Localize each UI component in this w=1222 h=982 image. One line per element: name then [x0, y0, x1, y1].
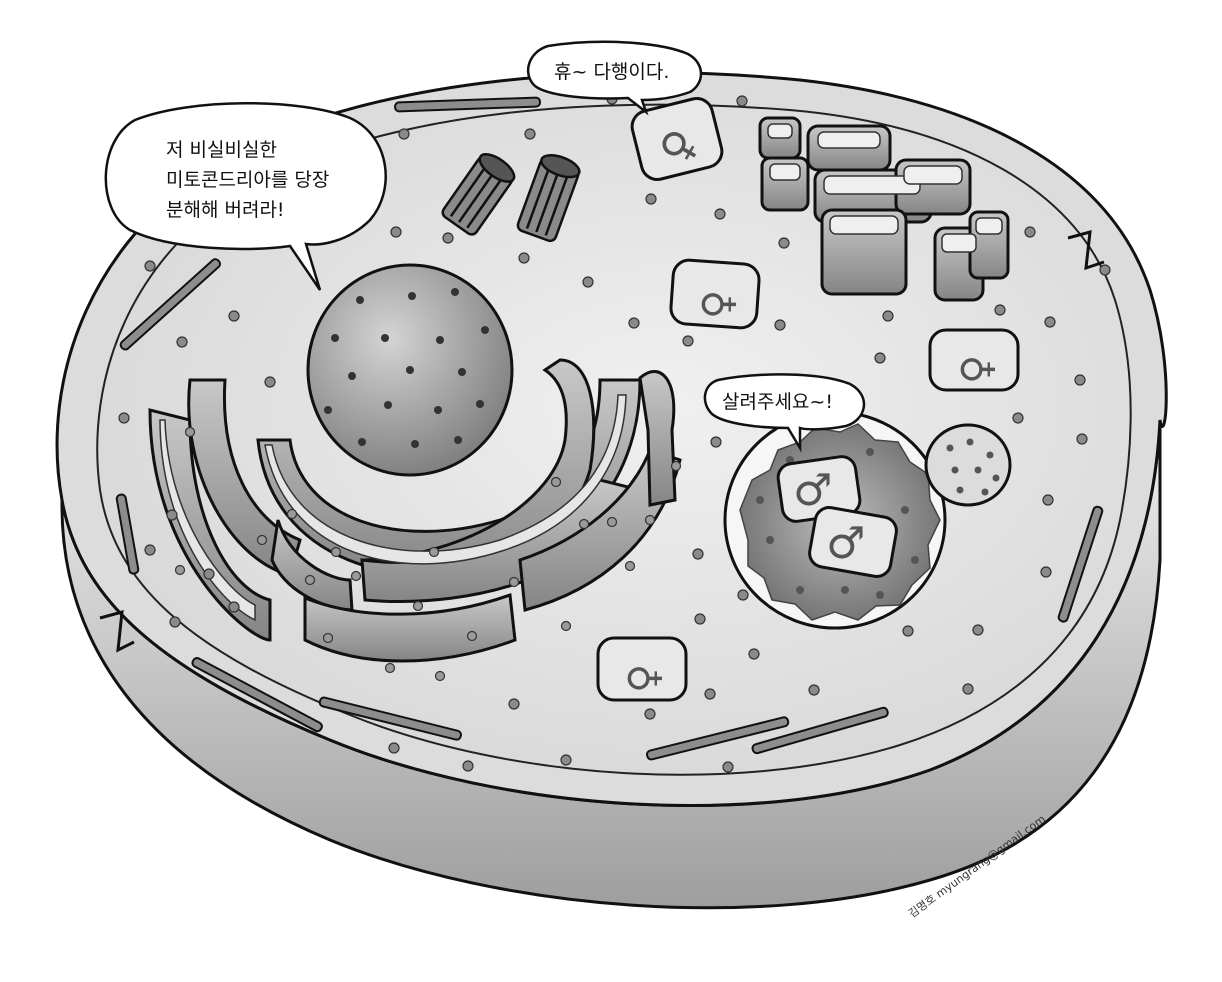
mitochondrion-female-2: ♀ — [669, 258, 761, 330]
golgi-apparatus — [758, 116, 1010, 302]
mitochondrion-female-1: ♀ — [630, 97, 724, 181]
female-symbol-icon: ♀ — [695, 290, 741, 319]
male-symbol-icon: ♂ — [826, 518, 865, 569]
speech-bubble-top-text: 휴~ 다행이다. — [554, 61, 669, 83]
mitochondrion-male-1: ♂ — [776, 455, 862, 523]
female-symbol-icon: ♀ — [954, 355, 1000, 384]
mitochondrion-female-4: ♀ — [596, 636, 688, 702]
cytoskeleton-rods — [115, 96, 1104, 761]
endoplasmic-reticulum — [148, 358, 682, 663]
speech-bubble-right: 살려주세요~! — [703, 373, 866, 453]
speech-bubble-left-line-3: 분해해 버려라! — [166, 199, 285, 221]
speech-bubble-left-line-2: 미토콘드리아를 당장 — [166, 169, 329, 191]
centrioles — [441, 153, 581, 243]
er-ribosomes — [174, 426, 682, 682]
speech-bubble-top: 휴~ 다행이다. — [526, 40, 703, 116]
female-symbol-icon: ♀ — [621, 664, 667, 693]
speech-bubble-right-text: 살려주세요~! — [722, 391, 833, 413]
mitochondrion-female-3: ♀ — [928, 328, 1020, 392]
speech-bubble-left-line-1: 저 비실비실한 — [166, 139, 277, 161]
ribosomes — [118, 93, 1111, 773]
mitochondrion-male-2: ♂ — [808, 506, 898, 578]
nucleus — [306, 263, 514, 477]
speech-bubble-left: 저 비실비실한 미토콘드리아를 당장 분해해 버려라! — [104, 102, 387, 291]
